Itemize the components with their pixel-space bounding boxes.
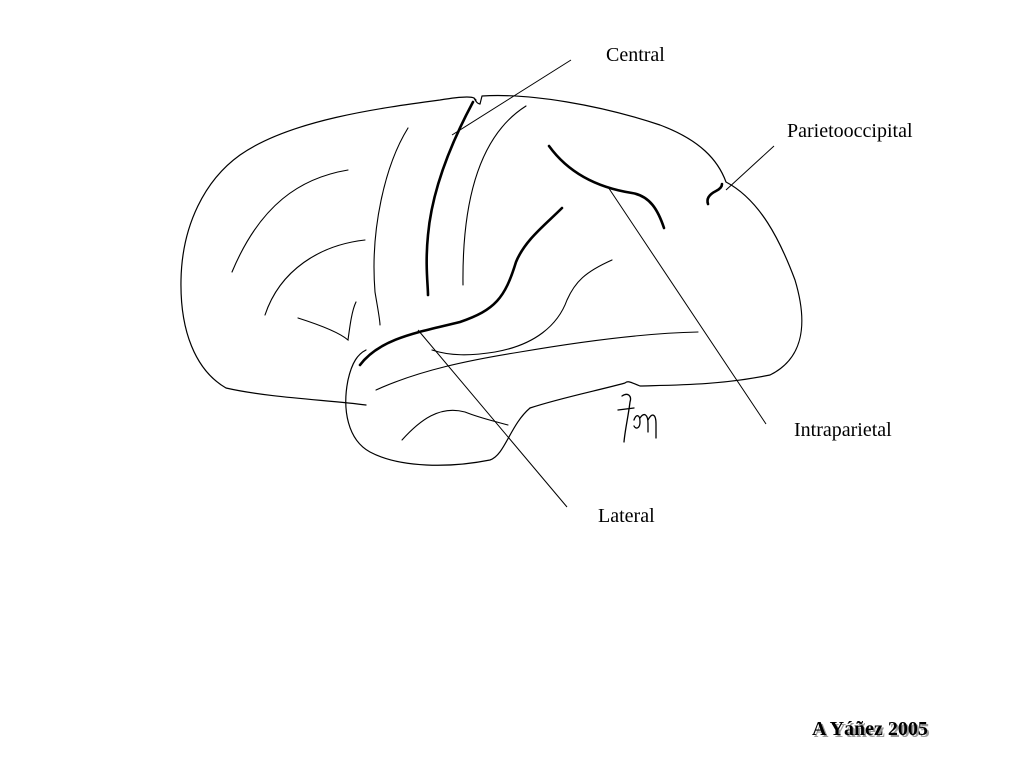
secondary-sulci	[231, 105, 699, 441]
leader-lines	[417, 59, 775, 508]
label-lateral: Lateral	[598, 505, 655, 527]
brain-outline	[180, 94, 803, 466]
postcentral-sulcus	[462, 105, 527, 286]
superior-temporal-sulcus	[375, 331, 699, 391]
vertex-notch	[473, 97, 481, 105]
label-central: Central	[606, 44, 665, 66]
label-parietooccipital: Parietooccipital	[787, 120, 913, 142]
parietooccipital-sulcus	[706, 182, 724, 206]
lateral-sulcus	[358, 206, 564, 367]
central-sulcus	[425, 100, 475, 297]
arcuate-spur	[297, 301, 357, 342]
sulcus-labels: Central Parietooccipital Intraparietal L…	[598, 44, 913, 527]
artist-signature	[617, 393, 657, 443]
credit-text: A Yáñez 2005	[812, 718, 928, 740]
hemisphere-outline	[180, 94, 803, 409]
inferior-temporal-sulcus	[401, 409, 509, 441]
inferior-parietal-sulcus	[431, 259, 613, 356]
frontal-sulcus-lower	[264, 239, 366, 316]
credit-shadow: A Yáñez 2005	[814, 720, 930, 742]
leader-parietooccipital	[725, 145, 775, 191]
intraparietal-sulcus	[547, 144, 666, 230]
temporal-lobe-outline	[345, 349, 531, 466]
precentral-sulcus	[373, 127, 409, 326]
leader-intraparietal	[607, 186, 767, 425]
named-sulci	[358, 100, 724, 367]
label-intraparietal: Intraparietal	[794, 419, 892, 441]
leader-central	[451, 59, 572, 136]
frontal-sulcus-upper	[231, 169, 349, 273]
signature-mark	[617, 393, 657, 443]
credit: A Yáñez 2005 A Yáñez 2005	[812, 718, 930, 742]
leader-lateral	[417, 329, 568, 508]
